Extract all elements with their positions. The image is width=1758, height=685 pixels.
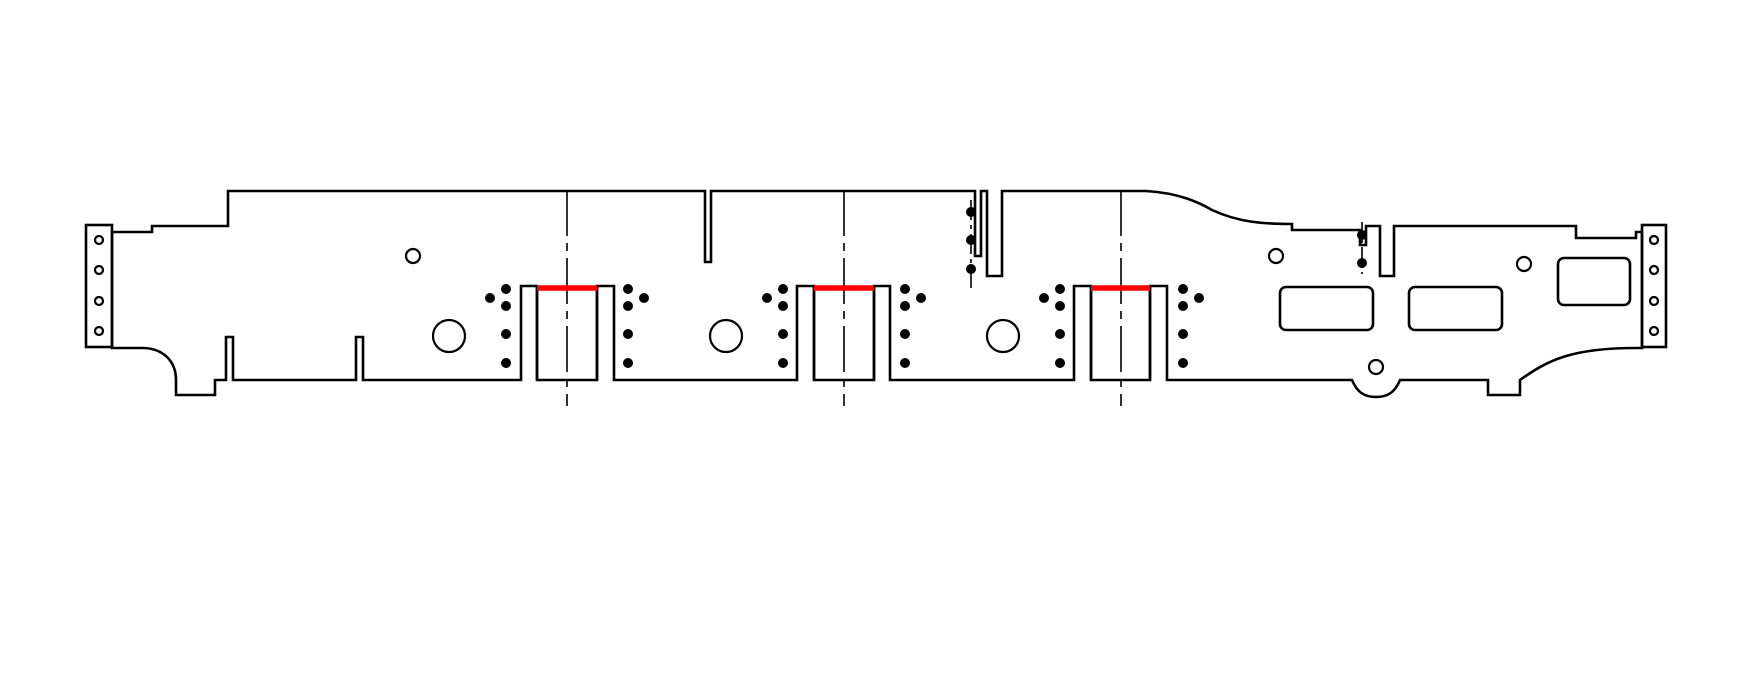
right-end-plate — [1640, 223, 1668, 349]
rivets-left-group-3 — [1039, 284, 1065, 368]
cutout-3 — [1556, 256, 1632, 307]
small-hole — [1515, 255, 1533, 273]
rivets-left-group-1 — [485, 284, 511, 368]
rivets-right-group-1 — [623, 284, 649, 368]
rivets-right-group-3 — [1178, 284, 1204, 368]
rivets-vertical-center — [966, 207, 976, 274]
bolt-hole — [1648, 234, 1660, 246]
bolt-hole — [93, 325, 105, 337]
right-end-plate-holes — [1648, 234, 1660, 337]
cutout-1 — [1278, 285, 1375, 332]
axle-guides — [535, 286, 1152, 380]
bolt-hole — [93, 295, 105, 307]
small-hole — [1367, 358, 1385, 376]
bolt-hole — [93, 234, 105, 246]
left-end-plate — [84, 223, 114, 349]
cutout-2 — [1407, 285, 1504, 332]
bolt-hole — [93, 264, 105, 276]
bolt-hole — [1648, 295, 1660, 307]
rivets-vertical-right — [1357, 230, 1367, 268]
bolt-hole — [1648, 325, 1660, 337]
bolt-hole — [1648, 264, 1660, 276]
left-end-plate-holes — [93, 234, 105, 337]
rivets-left-group-2 — [762, 284, 788, 368]
large-hole — [708, 318, 744, 354]
frame-outline — [110, 189, 1644, 399]
large-hole — [431, 318, 467, 354]
small-hole — [1267, 247, 1285, 265]
small-hole — [404, 247, 422, 265]
rivets-right-group-2 — [900, 284, 926, 368]
large-hole — [985, 318, 1021, 354]
